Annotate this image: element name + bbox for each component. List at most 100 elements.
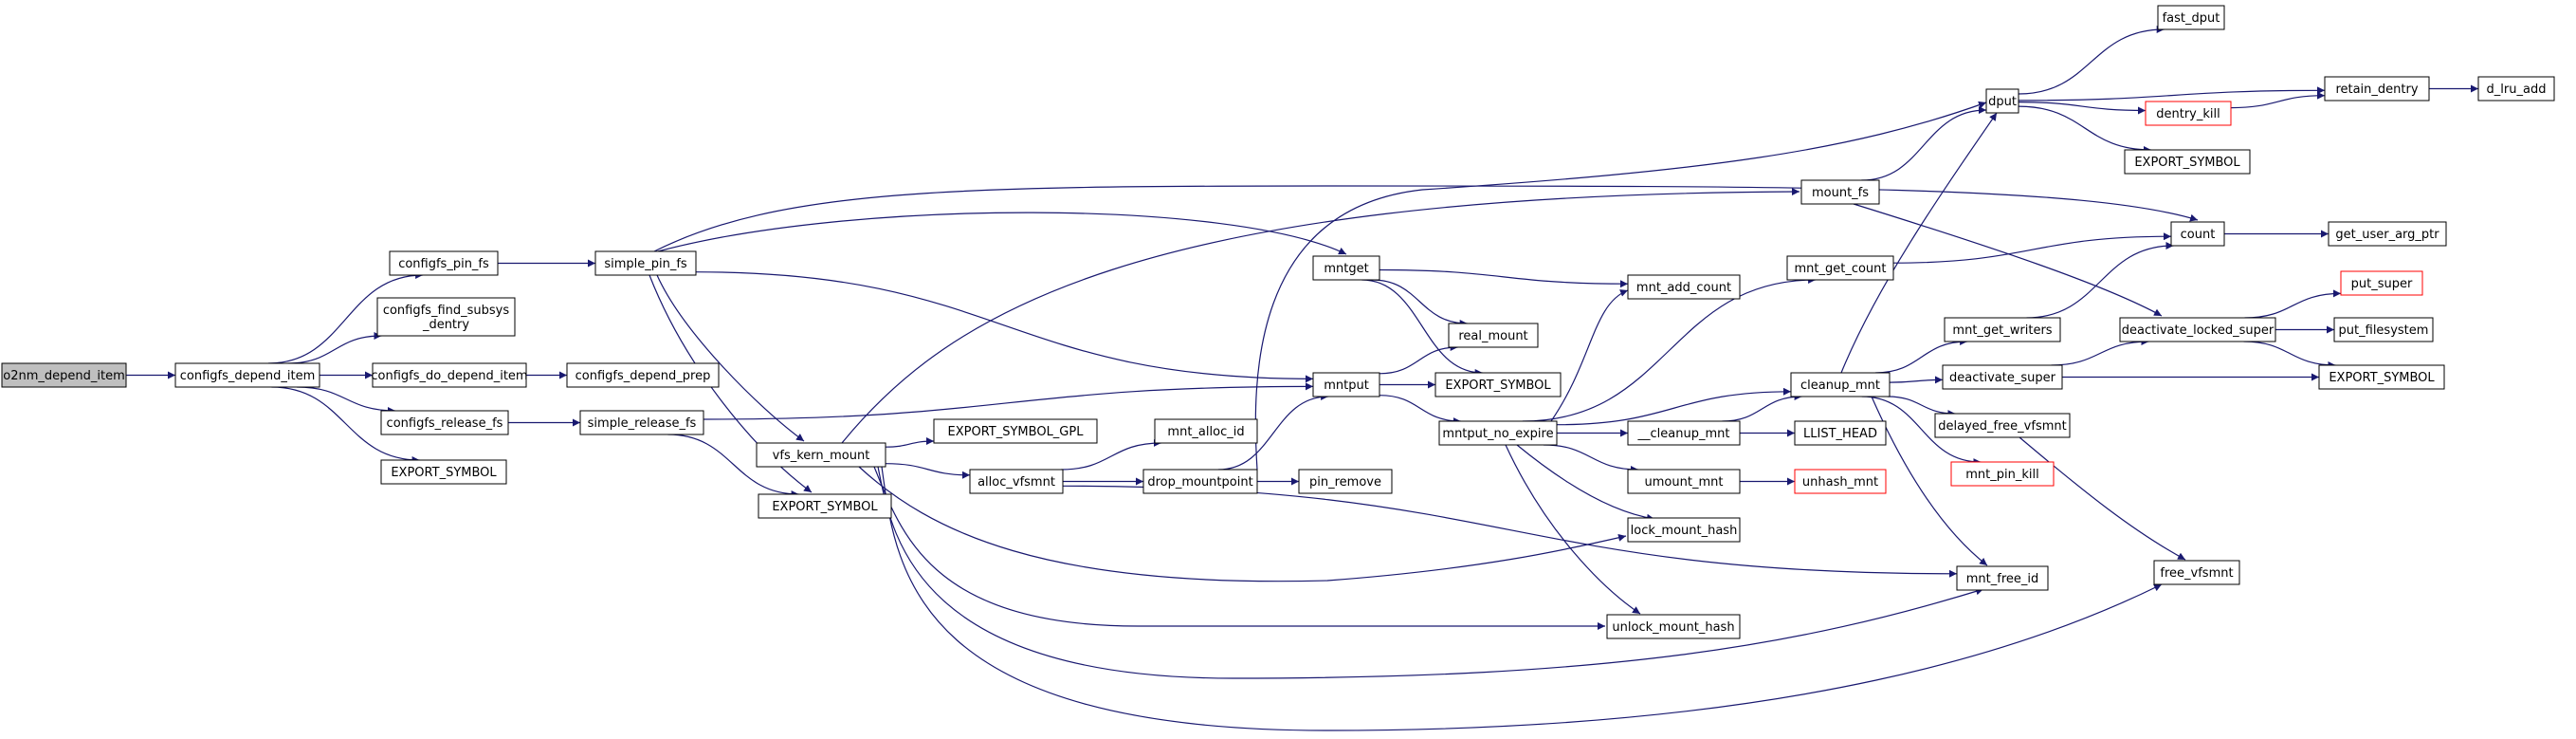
node-box [1956,565,2049,591]
node-simple-pin-fs[interactable]: simple_pin_fs [594,250,697,276]
node-box [1950,461,2055,487]
node---cleanup-mnt[interactable]: __cleanup_mnt [1627,420,1741,446]
node-export-symbol-5[interactable]: EXPORT_SYMBOL [2318,364,2445,390]
node-box [594,250,697,276]
node-get-user-arg-ptr[interactable]: get_user_arg_ptr [2328,221,2447,247]
node-box [1312,255,1380,281]
node-export-symbol-3[interactable]: EXPORT_SYMBOL [1434,372,1562,397]
node-drop-mountpoint[interactable]: drop_mountpoint [1142,469,1258,494]
node-export-symbol-4[interactable]: EXPORT_SYMBOL [2124,149,2251,175]
node-label: mnt_pin_kill [1965,468,2038,482]
node-box [1298,469,1393,494]
node-put-filesystem[interactable]: put_filesystem [2333,317,2434,342]
node-llist-head[interactable]: LLIST_HEAD [1794,420,1887,446]
node-deactivate-locked-super[interactable]: deactivate_locked_super [2119,317,2276,342]
edge-simple_pin_fs-to-EXPORT_SYMBOL_2 [649,274,813,493]
edge-delayed_free_vfsmnt-to-free_vfsmnt [2019,436,2186,561]
node-mntput-no-expire[interactable]: mntput_no_expire [1438,420,1558,446]
node-label: deactivate_super [1949,371,2056,385]
node-lock-mount-hash[interactable]: lock_mount_hash [1627,517,1741,543]
node-label: EXPORT_SYMBOL [772,500,878,514]
node-label: EXPORT_SYMBOL [1445,379,1551,393]
edge-vfs_kern_mount-to-free_vfsmnt [881,466,2163,731]
node-label: drop_mountpoint [1147,475,1252,490]
node-mnt-free-id[interactable]: mnt_free_id [1956,565,2049,591]
node-configfs-pin-fs[interactable]: configfs_pin_fs [389,250,499,276]
node-box [566,362,720,388]
node-box [380,459,507,485]
node-label: __cleanup_mnt [1637,427,1730,441]
node-count[interactable]: count [2170,221,2225,247]
edge-configfs_depend_item-to-EXPORT_SYMBOL_1 [271,386,420,464]
node-retain-dentry[interactable]: retain_dentry [2324,76,2430,102]
node-mnt-pin-kill[interactable]: mnt_pin_kill [1950,461,2055,487]
edge-mntget-to-EXPORT_SYMBOL_3 [1361,279,1483,377]
edge-drop_mountpoint-to-dput [1254,101,1987,471]
node-box [758,493,892,519]
node-box [2340,270,2423,296]
node-label: d_lru_add [2487,83,2547,97]
node-configfs-release-fs[interactable]: configfs_release_fs [380,410,509,435]
node-dentry-kill[interactable]: dentry_kill [2145,101,2232,126]
node-o2nm-depend-item[interactable]: o2nm_depend_item [1,362,127,388]
node-unlock-mount-hash[interactable]: unlock_mount_hash [1606,614,1741,639]
edge-vfs_kern_mount-to-mount_fs [841,188,1800,444]
node-label: EXPORT_SYMBOL [2329,371,2435,385]
node-configfs-depend-prep[interactable]: configfs_depend_prep [566,362,720,388]
node-deactivate-super[interactable]: deactivate_super [1942,364,2063,390]
node-cleanup-mnt[interactable]: cleanup_mnt [1790,372,1891,397]
node-configfs-do-depend-item[interactable]: configfs_do_depend_item [371,362,528,388]
node-dput[interactable]: dput [1985,88,2019,114]
edge-mntput_no_expire-to-lock_mount_hash [1516,444,1655,522]
node-delayed-free-vfsmnt[interactable]: delayed_free_vfsmnt [1934,413,2071,438]
edge-configfs_depend_item-to-configfs_find_subsys_dentry [287,332,382,364]
node-mnt-add-count[interactable]: mnt_add_count [1627,274,1741,300]
node-real-mount[interactable]: real_mount [1448,323,1539,348]
node-vfs-kern-mount[interactable]: vfs_kern_mount [756,442,886,468]
node-export-symbol-2[interactable]: EXPORT_SYMBOL [758,493,892,519]
node-box [1627,517,1741,543]
node-mntget[interactable]: mntget [1312,255,1380,281]
node-simple-release-fs[interactable]: simple_release_fs [579,410,704,435]
edge-cleanup_mnt-to-mnt_pin_kill [1861,396,1982,466]
edge-mount_fs-to-dput [1861,106,1987,181]
edge-mntput_no_expire-to-mnt_get_count [1522,276,1817,422]
node-label: real_mount [1458,329,1527,343]
node-mnt-get-writers[interactable]: mnt_get_writers [1944,317,2061,342]
node-label: configfs_release_fs [387,416,503,431]
node-label: count [2181,228,2216,242]
node-export-symbol-gpl[interactable]: EXPORT_SYMBOL_GPL [933,418,1098,444]
node-umount-mnt[interactable]: umount_mnt [1627,469,1741,494]
node-label: dput [1988,95,2017,109]
node-box [2318,364,2445,390]
node-mntput[interactable]: mntput [1312,372,1380,397]
node-label: configfs_do_depend_item [371,369,527,383]
node-alloc-vfsmnt[interactable]: alloc_vfsmnt [969,469,1064,494]
edge-simple_pin_fs-to-mntget [657,212,1347,255]
node-configfs-find-subsys-dentry[interactable]: configfs_find_subsys_dentry [376,297,516,337]
node-label: unlock_mount_hash [1612,620,1734,635]
node-mnt-alloc-id[interactable]: mnt_alloc_id [1154,418,1258,444]
node-d-lru-add[interactable]: d_lru_add [2477,76,2555,102]
node-configfs-depend-item[interactable]: configfs_depend_item [174,362,320,388]
node-mnt-get-count[interactable]: mnt_get_count [1786,255,1894,281]
node-export-symbol-1[interactable]: EXPORT_SYMBOL [380,459,507,485]
edge-mntput_no_expire-to-unlock_mount_hash [1505,444,1641,615]
node-label: EXPORT_SYMBOL_GPL [948,425,1085,439]
node-label: configfs_pin_fs [398,257,489,271]
node-box [2124,149,2251,175]
node-pin-remove[interactable]: pin_remove [1298,469,1393,494]
edge-mount_fs-to-deactivate_locked_super [1853,203,2163,317]
node-free-vfsmnt[interactable]: free_vfsmnt [2153,560,2240,585]
edge-mnt_get_count-to-count [1892,232,2172,264]
node-box [1786,255,1894,281]
node-put-super[interactable]: put_super [2340,270,2423,296]
node-label: put_filesystem [2339,323,2429,338]
node-unhash-mnt[interactable]: unhash_mnt [1794,469,1887,494]
node-box [1794,469,1887,494]
node-box [1448,323,1539,348]
node-fast-dput[interactable]: fast_dput [2157,5,2225,30]
node-box [1312,372,1380,397]
node-mount-fs[interactable]: mount_fs [1800,179,1880,205]
edge-simple_release_fs-to-mntput [703,382,1314,420]
